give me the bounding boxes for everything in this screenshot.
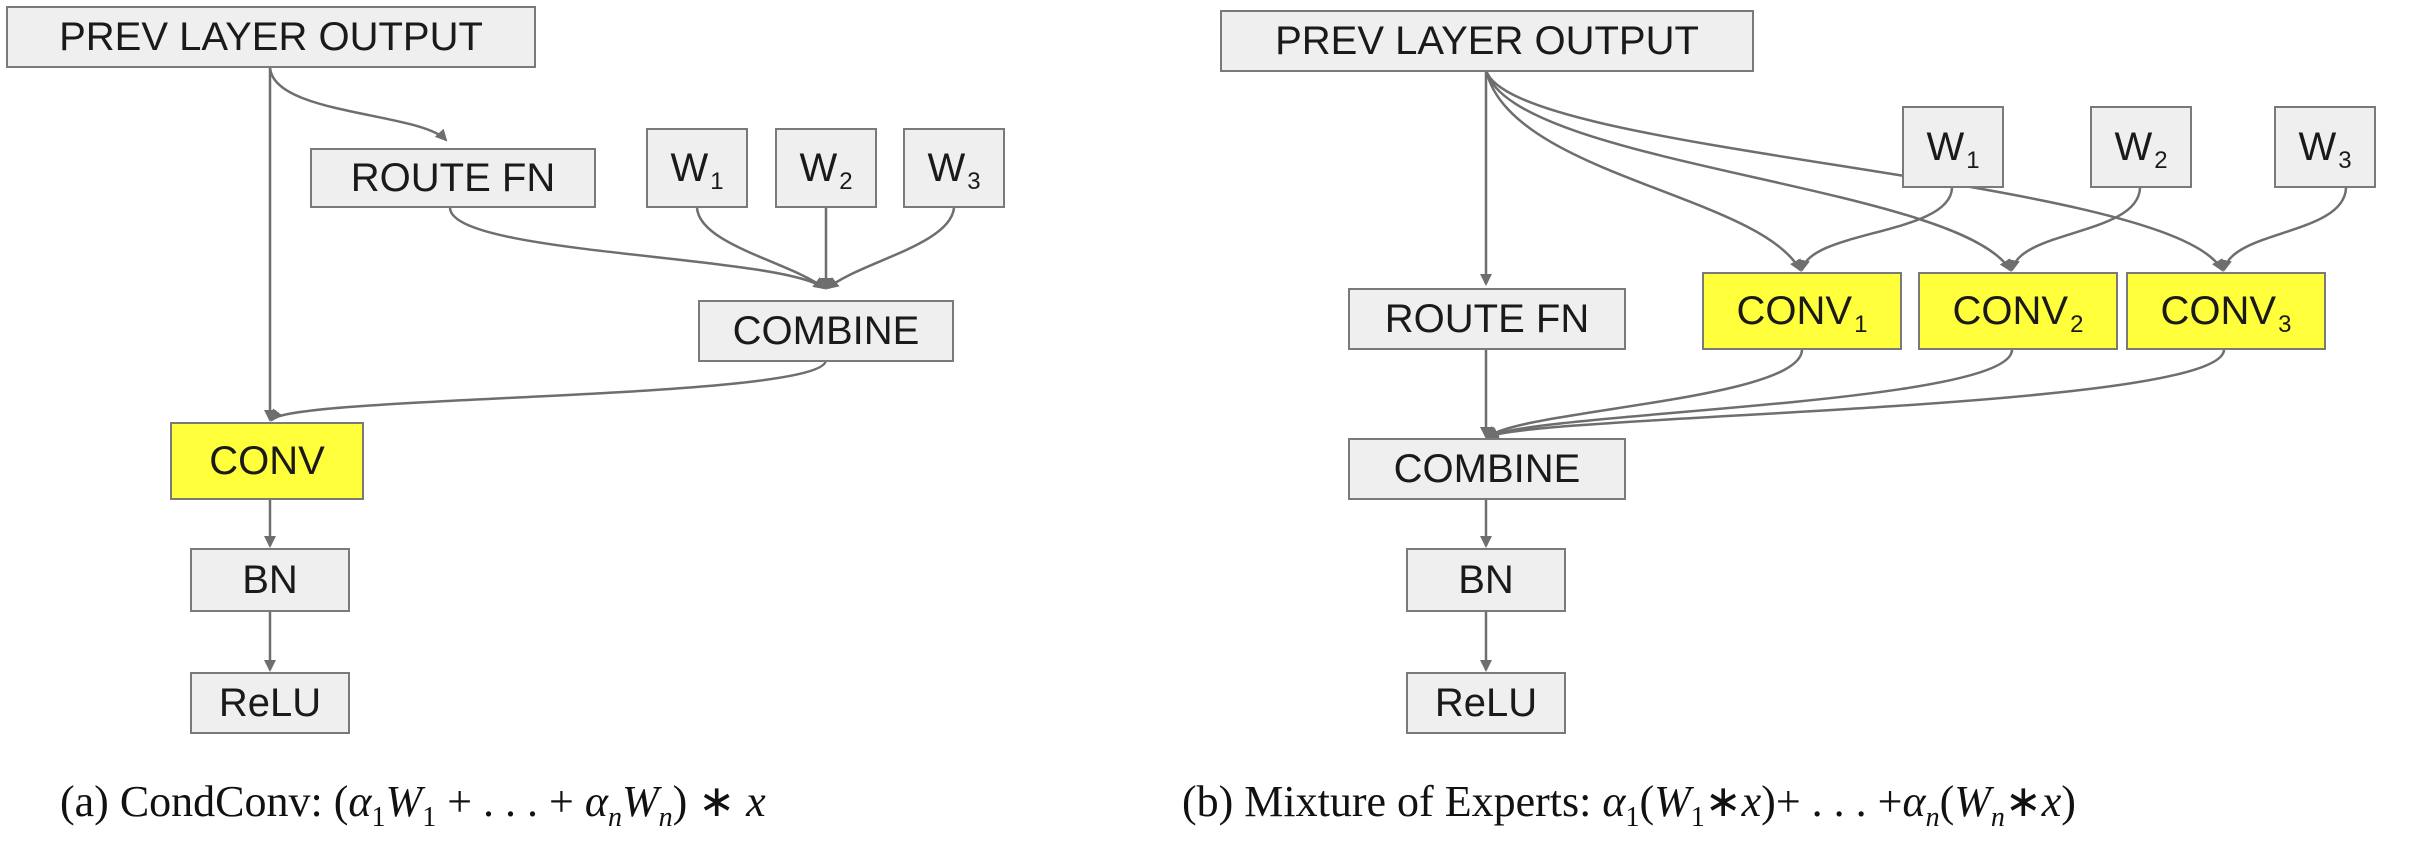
b-route-fn-node: ROUTE FN: [1348, 288, 1626, 350]
b-weight-1-sub: 1: [1966, 147, 1980, 174]
b-conv-2-label: CONV: [1952, 288, 2069, 333]
a-weight-3-sub: 3: [967, 168, 981, 195]
b-weight-2-sub: 2: [2154, 147, 2168, 174]
a-weight-1-sub: 1: [710, 168, 724, 195]
edge-b-w3-conv3: [2220, 187, 2348, 272]
edge-b-prev-conv2: [1484, 69, 2012, 272]
edge-b-conv2-combine: [1486, 349, 2014, 439]
edge-a-combine-conv: [270, 359, 828, 422]
b-conv-1-sub: 1: [1854, 311, 1868, 338]
b-bn-node: BN: [1406, 548, 1566, 612]
b-conv-1-label: CONV: [1736, 288, 1853, 333]
a-caption-label: (a) CondConv:: [60, 777, 323, 826]
b-conv-2-sub: 2: [2070, 311, 2084, 338]
b-caption-formula: α1(W1∗x)+ . . . +αn(Wn∗x): [1602, 777, 2076, 833]
a-weight-3-label: W: [927, 145, 966, 190]
a-caption: (a) CondConv: (α1W1 + . . . + αnWn) ∗ x: [60, 776, 766, 833]
edge-b-w2-conv2: [2008, 187, 2142, 272]
b-relu-label: ReLU: [1434, 680, 1538, 725]
a-weight-2-label: W: [799, 145, 838, 190]
b-combine-label: COMBINE: [1393, 446, 1581, 491]
b-conv-3-label: CONV: [2160, 288, 2277, 333]
a-combine-node: COMBINE: [698, 300, 954, 362]
a-prev-layer-output-node: PREV LAYER OUTPUT: [6, 6, 536, 68]
a-conv-label: CONV: [209, 438, 325, 483]
edge-b-conv1-combine: [1486, 349, 1804, 439]
b-combine-node: COMBINE: [1348, 438, 1626, 500]
b-caption: (b) Mixture of Experts: α1(W1∗x)+ . . . …: [1182, 776, 2076, 833]
edge-a-w3-combine: [826, 207, 956, 290]
a-bn-label: BN: [242, 557, 298, 602]
b-prev-layer-output-label: PREV LAYER OUTPUT: [1275, 18, 1699, 63]
a-bn-node: BN: [190, 548, 350, 612]
b-relu-node: ReLU: [1406, 672, 1566, 734]
a-conv-node: CONV: [170, 422, 364, 500]
b-conv-3-sub: 3: [2278, 311, 2292, 338]
a-combine-label: COMBINE: [732, 308, 920, 353]
edge-b-conv3-combine: [1486, 349, 2226, 439]
b-weight-3-label: W: [2298, 124, 2337, 169]
edge-b-prev-conv3: [1484, 69, 2224, 272]
b-caption-label: (b) Mixture of Experts:: [1182, 777, 1592, 826]
edge-b-w1-conv1: [1798, 187, 1954, 272]
b-route-fn-label: ROUTE FN: [1384, 296, 1590, 341]
b-prev-layer-output-node: PREV LAYER OUTPUT: [1220, 10, 1754, 72]
edge-b-prev-conv1: [1484, 69, 1802, 272]
b-weight-3-sub: 3: [2338, 147, 2352, 174]
a-route-fn-node: ROUTE FN: [310, 148, 596, 208]
a-relu-node: ReLU: [190, 672, 350, 734]
edge-a-w1-combine: [695, 207, 826, 290]
a-weight-1-label: W: [670, 145, 709, 190]
a-prev-layer-output-label: PREV LAYER OUTPUT: [59, 14, 483, 59]
edge-a-route-combine: [448, 207, 826, 290]
a-relu-label: ReLU: [218, 680, 322, 725]
b-bn-label: BN: [1458, 557, 1514, 602]
edge-a-prev-route: [268, 65, 448, 142]
a-weight-2-sub: 2: [839, 168, 853, 195]
a-route-fn-label: ROUTE FN: [350, 155, 556, 200]
a-caption-formula: (α1W1 + . . . + αnWn) ∗ x: [333, 777, 766, 833]
b-weight-2-label: W: [2114, 124, 2153, 169]
b-weight-1-label: W: [1926, 124, 1965, 169]
